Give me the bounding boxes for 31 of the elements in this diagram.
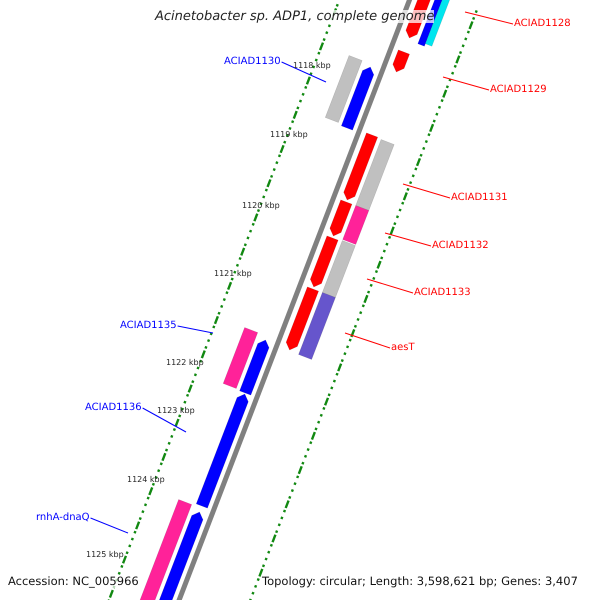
leader-line	[366, 278, 414, 294]
gene-label: ACIAD1132	[432, 241, 489, 251]
scale-label: 1120 kbp	[242, 202, 280, 210]
gene-label: ACIAD1128	[514, 19, 571, 29]
scale-label: 1123 kbp	[157, 407, 195, 415]
gene-label: ACIAD1129	[490, 85, 547, 95]
gene-label: ACIAD1131	[451, 193, 508, 203]
gene-label: ACIAD1136	[85, 403, 142, 413]
leader-line	[402, 184, 450, 198]
scale-label: 1124 kbp	[127, 476, 165, 484]
gene-label: aesT	[391, 343, 415, 353]
leader-line	[442, 76, 490, 90]
gene-label: ACIAD1135	[120, 321, 177, 331]
leader-line	[464, 12, 514, 24]
gene-label: rnhA-dnaQ	[36, 513, 90, 523]
title: Acinetobacter sp. ADP1, complete genome	[155, 10, 434, 23]
scale-label: 1125 kbp	[86, 551, 124, 559]
leader-line	[281, 62, 326, 82]
scale-label: 1121 kbp	[214, 270, 252, 278]
accession-note: Accession: NC_005966	[8, 576, 139, 588]
gene-label: ACIAD1133	[414, 288, 471, 298]
leader-line	[142, 408, 186, 432]
leader-line	[177, 326, 214, 334]
leader-line	[344, 332, 390, 348]
scale-label: 1122 kbp	[166, 359, 204, 367]
scale-label: 1118 kbp	[293, 62, 331, 70]
scale-label: 1119 kbp	[270, 131, 308, 139]
gene-label: ACIAD1130	[224, 57, 281, 67]
leader-line	[90, 518, 128, 534]
genome-summary: Topology: circular; Length: 3,598,621 bp; Genes: 3,407	[262, 576, 578, 588]
leader-line	[384, 232, 432, 246]
